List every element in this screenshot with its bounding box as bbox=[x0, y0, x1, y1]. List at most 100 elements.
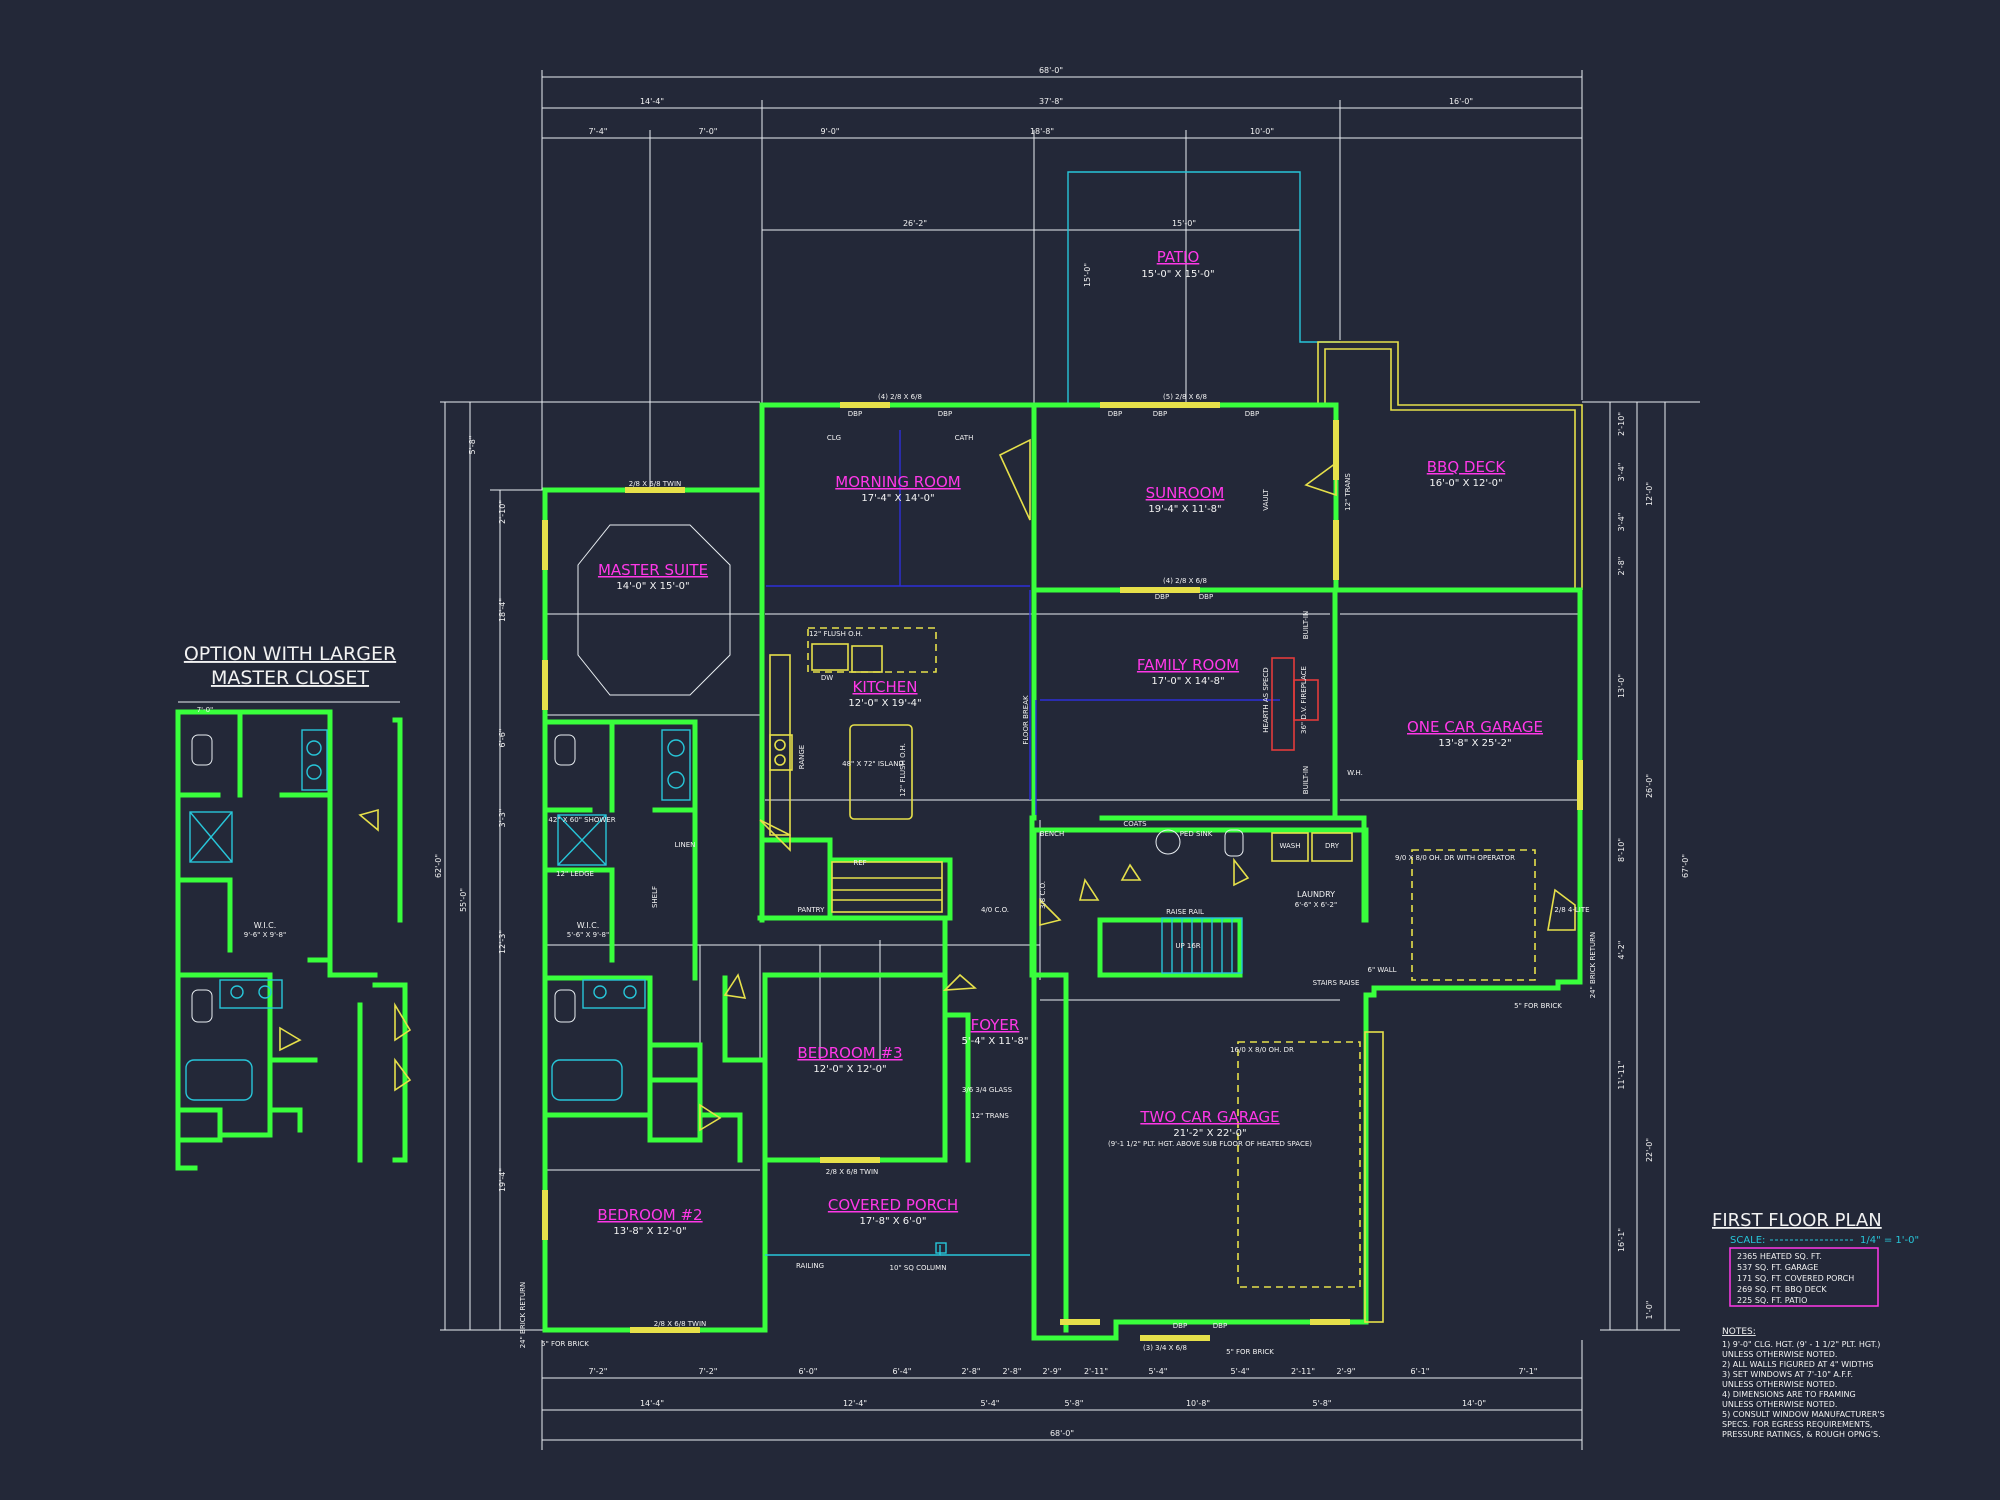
ledge-label: 12" LEDGE bbox=[556, 870, 594, 878]
dim-right-5: 13'-0" bbox=[1617, 674, 1626, 698]
dim-bot-1: 7'-2" bbox=[589, 1367, 608, 1376]
tray-ceiling bbox=[577, 524, 731, 696]
dim-right-outer: 67'-0" bbox=[1681, 854, 1690, 878]
dim-right-6: 8'-10" bbox=[1617, 838, 1626, 862]
window-twin-2: 2/8 X 6/8 TWIN bbox=[654, 1320, 707, 1328]
scale-value: 1/4" = 1'-0" bbox=[1860, 1235, 1919, 1246]
dim-bot-12: 2'-9" bbox=[1337, 1367, 1356, 1376]
dim-right-4: 2'-8" bbox=[1617, 557, 1626, 576]
dim-right-11: 22'-0" bbox=[1645, 1138, 1654, 1162]
flush-oh-label: 12" FLUSH O.H. bbox=[809, 630, 863, 638]
side-dimensions: 62'-0" 55'-0" 5'-8" 2'-10" 18'-4" 6'-6" … bbox=[434, 401, 1700, 1331]
dim-top-a: 14'-4" bbox=[640, 97, 664, 106]
family-room-name: FAMILY ROOM bbox=[1137, 656, 1239, 674]
clg-label: CLG bbox=[827, 434, 841, 442]
family-room-size: 17'-0" X 14'-8" bbox=[1151, 676, 1224, 687]
brick-return-2: 24" BRICK RETURN bbox=[1589, 932, 1597, 999]
dim-left-3: 18'-4" bbox=[498, 598, 507, 622]
stat-patio: 225 SQ. FT. PATIO bbox=[1737, 1296, 1807, 1305]
patio-outline bbox=[1067, 171, 1340, 405]
bench-label: BENCH bbox=[1040, 830, 1065, 838]
foyer-size: 5'-4" X 11'-8" bbox=[962, 1036, 1029, 1047]
sunroom-name: SUNROOM bbox=[1146, 484, 1225, 502]
one-car-garage-size: 13'-8" X 25'-2" bbox=[1438, 738, 1511, 749]
note-line-1: 1) 9'-0" CLG. HGT. (9' - 1 1/2" PLT. HGT… bbox=[1722, 1340, 1880, 1349]
notes: NOTES: 1) 9'-0" CLG. HGT. (9' - 1 1/2" P… bbox=[1722, 1327, 1885, 1439]
dim-bot-2: 7'-2" bbox=[699, 1367, 718, 1376]
dim-top-b: 37'-8" bbox=[1039, 97, 1063, 106]
bbq-deck-outline bbox=[1317, 341, 1583, 590]
window-twin-6: (4) 2/8 X 6/8 bbox=[1163, 577, 1207, 585]
dim-bot-11: 2'-11" bbox=[1291, 1367, 1315, 1376]
window-twin-3: 2/8 X 6/8 TWIN bbox=[826, 1168, 879, 1176]
wic-name: W.I.C. bbox=[577, 921, 600, 930]
dim-left-1: 5'-8" bbox=[468, 436, 477, 455]
annotations: 2/8 X 6/8 TWIN 2/8 X 6/8 TWIN 2/8 X 6/8 … bbox=[519, 393, 1597, 1356]
dry-label: DRY bbox=[1325, 842, 1340, 850]
morning-room-size: 17'-4" X 14'-0" bbox=[861, 493, 934, 504]
master-bath-walls bbox=[542, 719, 763, 1163]
window-twin-7: (3) 3/4 X 6/8 bbox=[1143, 1344, 1187, 1352]
note-line-10: PRESSURE RATINGS, & ROUGH OPNG'S. bbox=[1722, 1430, 1881, 1439]
dim-bot-3: 6'-0" bbox=[799, 1367, 818, 1376]
dim-bot2-1: 14'-4" bbox=[640, 1399, 664, 1408]
floor-break-label: FLOOR BREAK bbox=[1022, 695, 1030, 745]
cased-opening-2-label: 3/8 C.O. bbox=[1039, 881, 1047, 909]
note-line-5: UNLESS OTHERWISE NOTED. bbox=[1722, 1380, 1837, 1389]
dim-right-2: 3'-4" bbox=[1617, 463, 1626, 482]
dim-right-12: 12'-0" bbox=[1645, 482, 1654, 506]
window-twin-1: 2/8 X 6/8 TWIN bbox=[629, 480, 682, 488]
window-twin-4: (4) 2/8 X 6/8 bbox=[878, 393, 922, 401]
dim-top2-c: 9'-0" bbox=[821, 127, 840, 136]
dim-top2-a: 7'-4" bbox=[589, 127, 608, 136]
kitchen-walls bbox=[759, 837, 953, 921]
bedroom3-name: BEDROOM #3 bbox=[797, 1044, 902, 1062]
washer-icon bbox=[1271, 832, 1309, 862]
hearth-label: HEARTH AS SPECD bbox=[1262, 667, 1270, 732]
up-stairs-label: UP 16R bbox=[1175, 942, 1200, 950]
island-flush-label: 12" FLUSH O.H. bbox=[899, 743, 907, 797]
dbp-4: DBP bbox=[1153, 410, 1167, 418]
ref-label: REF bbox=[853, 859, 866, 867]
dim-bot-14: 7'-1" bbox=[1519, 1367, 1538, 1376]
morning-room-name: MORNING ROOM bbox=[835, 473, 960, 491]
sunroom-size: 19'-4" X 11'-8" bbox=[1148, 504, 1221, 515]
garage-door-1 bbox=[1411, 849, 1536, 981]
bedroom2-size: 13'-8" X 12'-0" bbox=[613, 1226, 686, 1237]
note-line-7: UNLESS OTHERWISE NOTED. bbox=[1722, 1400, 1837, 1409]
garage-door-1-label: 9/0 X 8/0 OH. DR WITH OPERATOR bbox=[1395, 854, 1515, 862]
bedroom2-name: BEDROOM #2 bbox=[597, 1206, 702, 1224]
dim-left-mid: 55'-0" bbox=[459, 888, 468, 912]
window-twin-5: (5) 2/8 X 6/8 bbox=[1163, 393, 1207, 401]
dbp-3: DBP bbox=[1108, 410, 1122, 418]
dbp-7: DBP bbox=[1199, 593, 1213, 601]
cased-opening-label: 4/0 C.O. bbox=[981, 906, 1009, 914]
railing-label: RAILING bbox=[796, 1262, 824, 1270]
fireplace-label: 36" D.V. FIREPLACE bbox=[1300, 666, 1308, 734]
ceiling-lines bbox=[766, 430, 1280, 815]
built-in-label-1: BUILT-IN bbox=[1302, 611, 1310, 639]
dryer-icon bbox=[1311, 832, 1353, 862]
title-block: FIRST FLOOR PLAN SCALE: 1/4" = 1'-0" 236… bbox=[1712, 1210, 1919, 1307]
room-labels: PATIO 15'-0" X 15'-0" BBQ DECK 16'-0" X … bbox=[244, 248, 1543, 1237]
covered-porch-name: COVERED PORCH bbox=[828, 1196, 958, 1214]
dim-bot-9: 5'-4" bbox=[1149, 1367, 1168, 1376]
dim-bot-4: 6'-4" bbox=[893, 1367, 912, 1376]
dim-right-13: 1'-0" bbox=[1645, 1301, 1654, 1320]
note-line-3: 2) ALL WALLS FIGURED AT 4" WIDTHS bbox=[1722, 1360, 1874, 1369]
exterior-walls bbox=[542, 402, 1583, 1341]
dbp-6: DBP bbox=[1155, 593, 1169, 601]
stat-porch: 171 SQ. FT. COVERED PORCH bbox=[1737, 1274, 1854, 1283]
coats-label: COATS bbox=[1123, 820, 1147, 828]
dim-bot2-6: 5'-8" bbox=[1313, 1399, 1332, 1408]
dim-top2-e: 10'-0" bbox=[1250, 127, 1274, 136]
fixtures bbox=[551, 438, 1576, 1323]
dim-patio-side: 15'-0" bbox=[1083, 263, 1092, 287]
option-title-line2: MASTER CLOSET bbox=[211, 667, 369, 689]
dim-bot-13: 6'-1" bbox=[1411, 1367, 1430, 1376]
option-plan bbox=[175, 709, 412, 1171]
shower-label: 42" X 60" SHOWER bbox=[548, 816, 615, 824]
lite-door-label: 2/8 4-LITE bbox=[1554, 906, 1589, 914]
dim-right-8: 11'-11" bbox=[1617, 1060, 1626, 1089]
kitchen-size: 12'-0" X 19'-4" bbox=[848, 698, 921, 709]
